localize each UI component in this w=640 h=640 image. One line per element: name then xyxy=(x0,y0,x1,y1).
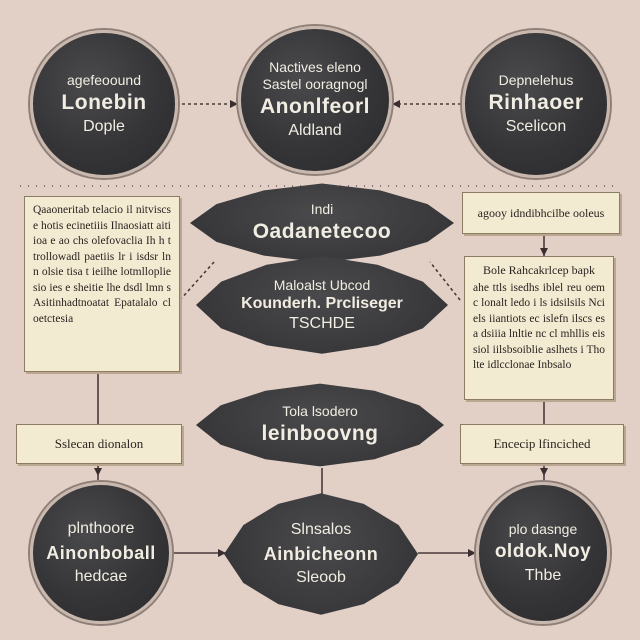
node-bottom-left-line2: Ainonboball xyxy=(46,543,156,563)
node-top-right-line3: Scelicon xyxy=(505,117,567,135)
node-top-center-line4: Aldland xyxy=(288,122,342,139)
node-top-center-line2: Sastel ooragnogl xyxy=(262,76,368,92)
node-bottom-left-line3: hedcae xyxy=(74,568,128,585)
lens-lower-line2: leinboovng xyxy=(261,421,379,445)
lens-middle-line1: Maloalst Ubcod xyxy=(273,276,371,293)
node-bottom-right-line1: plo dasnge xyxy=(508,520,578,537)
node-top-left: agefeoound Lonebin Dople xyxy=(30,30,178,178)
arrowhead-5 xyxy=(218,549,226,557)
arrowhead-7 xyxy=(540,248,548,256)
node-top-center: Nactives eleno Sastel ooragnogl Anonlfeo… xyxy=(238,26,392,174)
label-left: Sslecan dionalon xyxy=(16,424,182,464)
note-right: Bole Rahcakrlcep bapk ahe ttls isedhs ib… xyxy=(464,256,614,400)
arrowhead-1 xyxy=(230,100,238,108)
note-right-title: Bole Rahcakrlcep bapk xyxy=(483,263,595,277)
label-right: Encecip lfinciched xyxy=(460,424,624,464)
note-right-text: ahe ttls isedhs iblel reu oemc lonalt le… xyxy=(473,281,605,372)
arrowhead-4 xyxy=(540,468,548,476)
node-bottom-left-line1: plnthoore xyxy=(67,520,135,537)
lens-middle-line2: Kounderh. Prcliseger xyxy=(241,294,403,312)
note-right-top-text: agooy idndibhcilbe ooleus xyxy=(477,205,605,220)
node-bottom-center-line3: Sleoob xyxy=(296,569,346,586)
node-top-left-line3: Dople xyxy=(83,117,125,135)
label-right-text: Encecip lfinciched xyxy=(493,436,591,451)
node-top-right-line1: Depnelehus xyxy=(498,71,574,88)
node-bottom-right-line3: Thbe xyxy=(524,566,562,584)
note-left-text: Qaaoneritab telacio il nitviscs e hotis … xyxy=(33,204,171,325)
node-bottom-right-line2: oldok.Noy xyxy=(494,540,592,562)
note-left: Qaaoneritab telacio il nitviscs e hotis … xyxy=(24,196,180,372)
node-top-center-line1: Nactives eleno xyxy=(269,59,361,75)
note-right-top: agooy idndibhcilbe ooleus xyxy=(462,192,620,234)
node-bottom-center-line2: Ainbicheonn xyxy=(263,544,379,564)
connector-left-diagonal xyxy=(179,261,215,301)
node-top-right: Depnelehus Rinhaoer Scelicon xyxy=(462,30,610,178)
node-top-center-line3: Anonlfeorl xyxy=(260,95,370,118)
label-left-text: Sslecan dionalon xyxy=(54,436,144,451)
node-top-left-line1: agefeoound xyxy=(67,71,141,88)
node-top-right-line2: Rinhaoer xyxy=(488,90,584,114)
arrowhead-6 xyxy=(468,549,476,557)
node-bottom-right: plo dasnge oldok.Noy Thbe xyxy=(476,482,610,624)
arrowhead-2 xyxy=(392,100,400,108)
node-bottom-left: plnthoore Ainonboball hedcae xyxy=(30,482,172,624)
lens-lower-line1: Tola lsodero xyxy=(282,402,358,419)
node-bottom-center-line1: Slnsalos xyxy=(290,521,352,538)
lens-upper-line1: Indi xyxy=(310,200,334,217)
lens-upper-line2: Oadanetecoo xyxy=(252,219,392,243)
connector-right-diagonal xyxy=(429,261,461,301)
node-top-left-line2: Lonebin xyxy=(61,90,147,114)
lens-middle-line3: TSCHDE xyxy=(289,314,355,332)
arrowhead-3 xyxy=(94,468,102,476)
